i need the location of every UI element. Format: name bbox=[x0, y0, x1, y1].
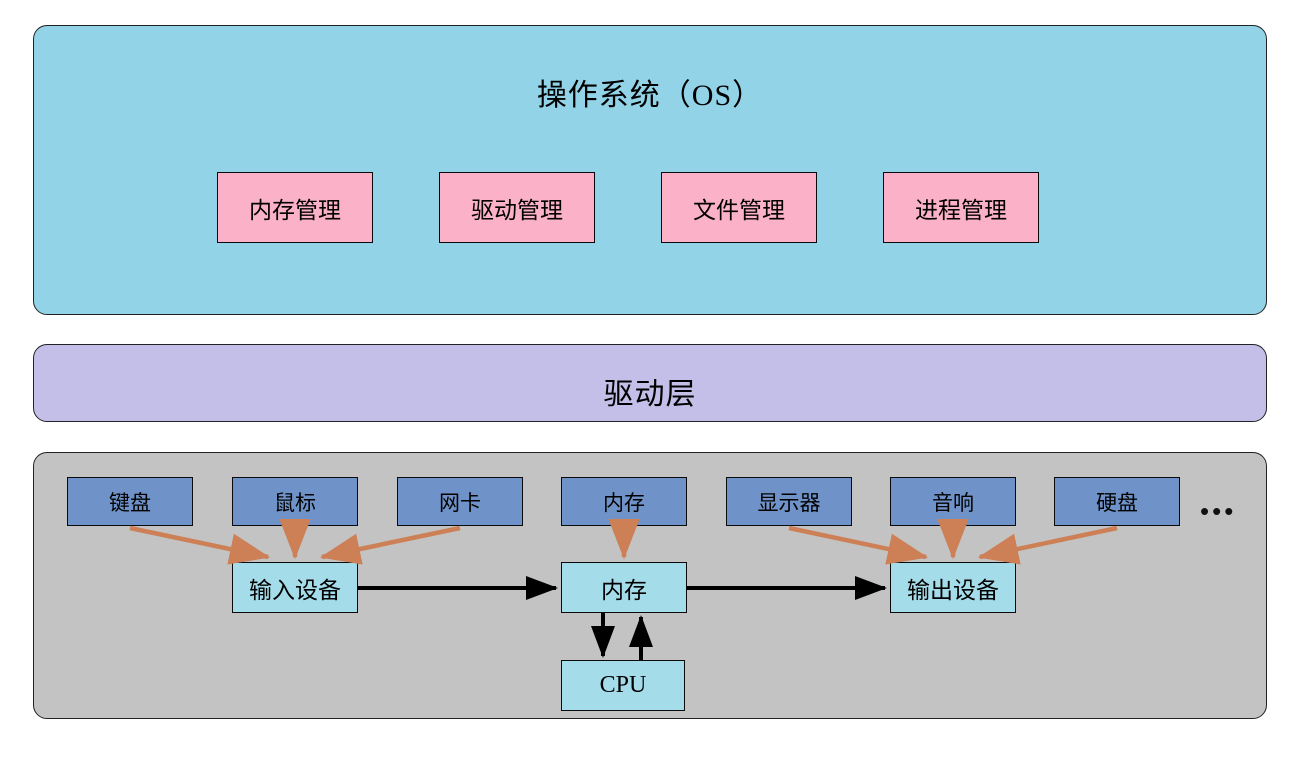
hw-device-speaker[interactable]: 音响 bbox=[890, 477, 1016, 526]
hw-device-label: 键盘 bbox=[109, 490, 151, 515]
os-module-memory-management[interactable]: 内存管理 bbox=[217, 172, 373, 243]
io-node-label: 输出设备 bbox=[907, 577, 999, 603]
hw-device-label: 鼠标 bbox=[274, 490, 316, 515]
os-module-label: 进程管理 bbox=[915, 197, 1007, 223]
hw-device-monitor[interactable]: 显示器 bbox=[726, 477, 852, 526]
os-module-label: 文件管理 bbox=[693, 197, 785, 223]
io-node-input-device[interactable]: 输入设备 bbox=[232, 562, 358, 613]
hw-device-label: 显示器 bbox=[757, 490, 821, 515]
io-node-output-device[interactable]: 输出设备 bbox=[890, 562, 1016, 613]
os-module-driver-management[interactable]: 驱动管理 bbox=[439, 172, 595, 243]
hw-device-label: 内存 bbox=[603, 490, 645, 515]
hw-device-label: 网卡 bbox=[439, 490, 481, 515]
hw-device-label: 音响 bbox=[932, 490, 974, 515]
io-node-label: CPU bbox=[599, 672, 647, 698]
driver-layer-title: 驱动层 bbox=[603, 378, 697, 411]
io-node-cpu[interactable]: CPU bbox=[561, 660, 685, 711]
hw-device-hard-disk[interactable]: 硬盘 bbox=[1054, 477, 1180, 526]
os-module-process-management[interactable]: 进程管理 bbox=[883, 172, 1039, 243]
hw-device-ellipsis: ••• bbox=[1200, 496, 1237, 526]
hw-device-label: 硬盘 bbox=[1096, 490, 1138, 515]
os-layer-title: 操作系统（OS） bbox=[536, 79, 764, 112]
driver-layer-panel bbox=[33, 344, 1267, 422]
hw-device-keyboard[interactable]: 键盘 bbox=[67, 477, 193, 526]
hw-device-network-card[interactable]: 网卡 bbox=[397, 477, 523, 526]
hw-device-mouse[interactable]: 鼠标 bbox=[232, 477, 358, 526]
os-layer-panel bbox=[33, 25, 1267, 315]
hw-device-memory[interactable]: 内存 bbox=[561, 477, 687, 526]
io-node-label: 输入设备 bbox=[249, 577, 341, 603]
os-module-label: 内存管理 bbox=[249, 197, 341, 223]
io-node-memory[interactable]: 内存 bbox=[561, 562, 687, 613]
io-node-label: 内存 bbox=[601, 577, 647, 603]
os-module-label: 驱动管理 bbox=[471, 197, 563, 223]
os-module-file-management[interactable]: 文件管理 bbox=[661, 172, 817, 243]
